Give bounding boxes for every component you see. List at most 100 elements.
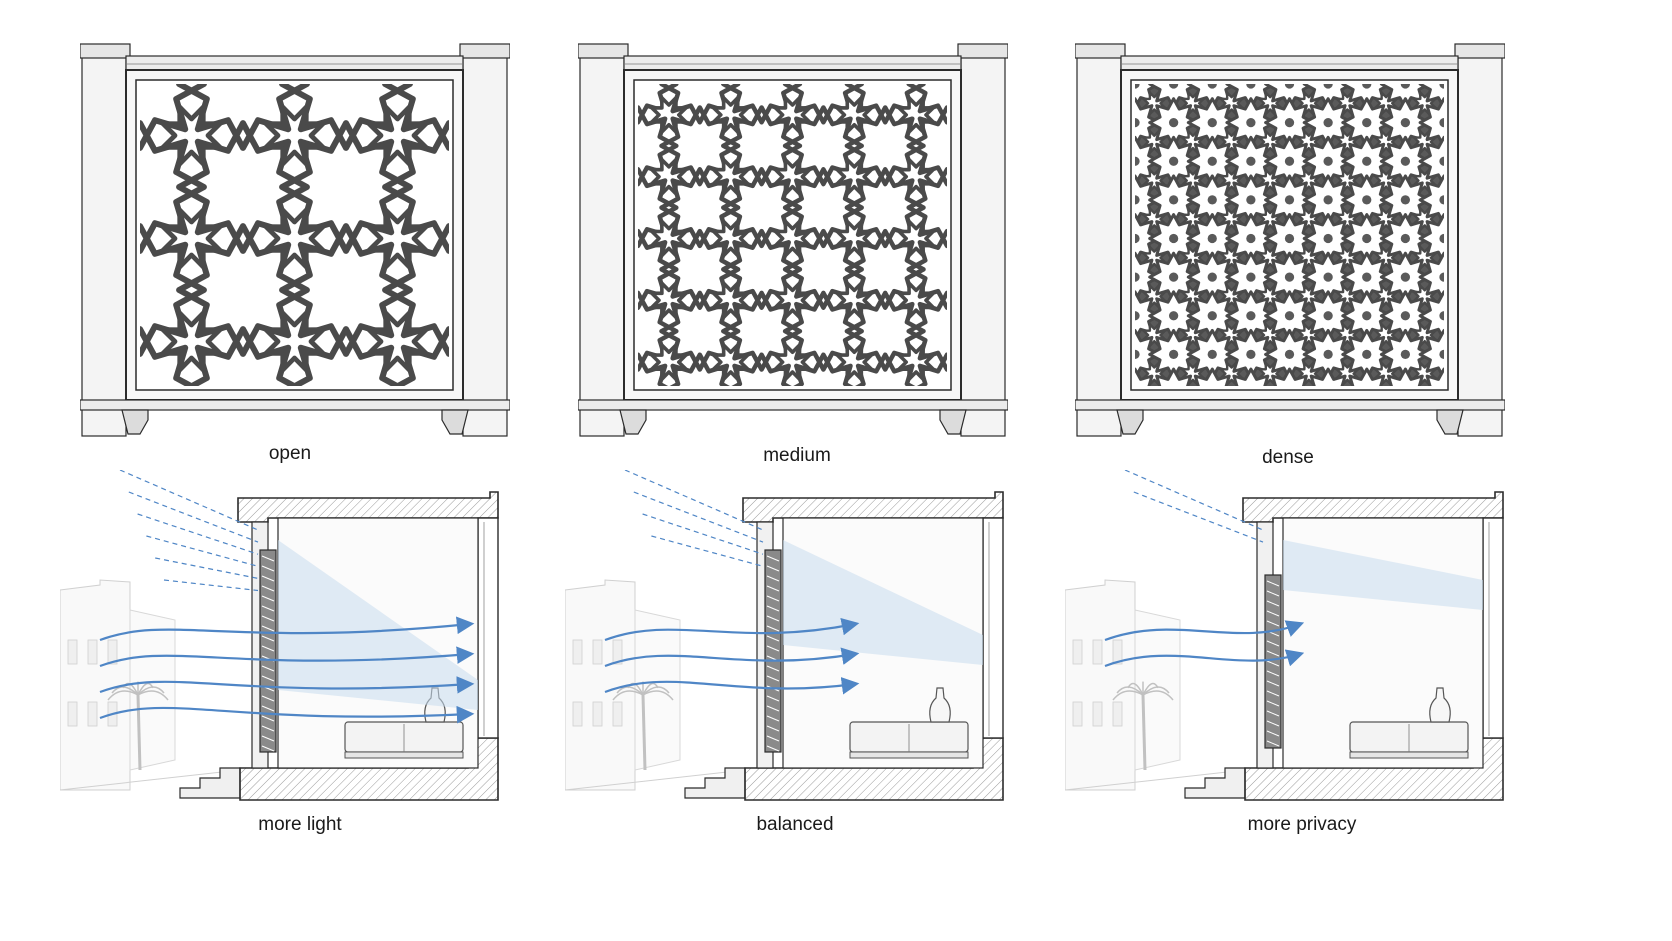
lattice-pattern-open: [140, 84, 449, 437]
lattice-dot: [1135, 156, 1140, 166]
sofa-base: [849, 751, 969, 759]
right-capital: [1454, 43, 1505, 59]
section-balanced-drawing: [565, 470, 1004, 801]
lattice-star: [1418, 251, 1444, 303]
lattice-dot: [1400, 233, 1411, 244]
palm-frond: [137, 686, 165, 696]
screen-slat: [1266, 710, 1280, 717]
lattice-star: [382, 223, 449, 357]
lattice-rosette: [266, 416, 323, 437]
right-bracket: [441, 409, 469, 435]
airflow-arrow: [99, 616, 475, 642]
street-window: [1092, 701, 1103, 727]
lattice-dot: [1439, 195, 1444, 205]
stairs: [1184, 767, 1246, 799]
street-scene-more-light: [60, 579, 241, 791]
screen-slat: [766, 605, 780, 612]
screen-slat: [1266, 740, 1280, 747]
lattice-dot: [1362, 427, 1371, 436]
lattice-dot: [1246, 195, 1256, 205]
screen-slat: [766, 645, 780, 652]
palm-frond: [642, 690, 674, 701]
lattice-dot: [1323, 427, 1332, 436]
palm-trunk: [1141, 694, 1147, 771]
right-wall: [1482, 517, 1504, 739]
lattice-dot: [1168, 311, 1179, 321]
palm-frond: [137, 690, 169, 701]
street-building-far: [129, 609, 176, 771]
lattice-dot: [1207, 311, 1217, 321]
lattice-dot: [1208, 427, 1217, 436]
street-building: [60, 579, 131, 791]
screen-slat: [1266, 590, 1280, 597]
sofa-base: [344, 751, 464, 759]
lattice-dot: [1439, 272, 1444, 282]
lattice-dot: [1400, 84, 1411, 89]
lattice-dot: [1246, 349, 1256, 360]
section-label-more-light: more light: [258, 814, 342, 835]
lattice-dot: [1135, 117, 1140, 128]
lattice-rosette: [775, 407, 809, 437]
sun-ray: [155, 557, 259, 579]
lattice-dot: [1246, 272, 1256, 282]
street-window: [592, 701, 603, 727]
right-bracket: [1436, 409, 1464, 435]
screen-slat: [766, 705, 780, 712]
lattice-star: [1386, 367, 1424, 386]
lattice-dot: [1207, 349, 1217, 360]
airflow-arrow: [1104, 620, 1305, 642]
lattice-star: [1381, 408, 1429, 437]
screen-panel-open-drawing: [80, 43, 510, 437]
palm-frond: [1116, 686, 1144, 696]
sun-ray: [642, 513, 764, 555]
lattice-dot: [1439, 311, 1444, 321]
lattice-star: [906, 105, 947, 187]
furniture-balanced: [849, 687, 969, 759]
screen-slat: [1266, 650, 1280, 657]
airflow-arrow: [99, 646, 475, 668]
lattice-star: [662, 417, 739, 438]
lattice-dot: [1323, 84, 1333, 89]
screen-slat: [261, 665, 275, 672]
lattice-pattern-medium: [638, 84, 947, 438]
furniture-more-privacy: [1349, 687, 1469, 759]
lattice-dot: [1135, 272, 1140, 282]
panel-label-medium: medium: [763, 445, 831, 466]
left-pilaster: [81, 55, 127, 437]
screen-slat: [766, 715, 780, 722]
lattice-dot: [1169, 427, 1178, 436]
screen-slat: [261, 555, 275, 562]
left-bracket: [1116, 409, 1144, 435]
lattice-star: [669, 352, 730, 386]
lattice-star: [1193, 367, 1231, 386]
left-pilaster: [579, 55, 625, 437]
lattice-rosette: [163, 416, 220, 437]
left-pilaster: [1076, 55, 1122, 437]
lattice-dot: [1323, 195, 1333, 205]
street-line: [1065, 769, 1246, 791]
sun-ray: [137, 513, 259, 555]
airflow-more-privacy: [1104, 620, 1305, 668]
screen-slat: [766, 745, 780, 752]
stairs: [684, 767, 746, 799]
screen-slat: [766, 595, 780, 602]
lattice-star: [1309, 367, 1347, 386]
light-wash: [1283, 540, 1483, 610]
lattice-dot: [1207, 84, 1217, 89]
screen-slat: [1266, 600, 1280, 607]
lattice-dot: [1135, 311, 1140, 321]
airflow-arrow: [1104, 649, 1305, 668]
street-window: [67, 701, 78, 727]
lattice-star: [1418, 135, 1444, 187]
lattice-star: [847, 417, 924, 438]
lattice-dot: [1207, 233, 1217, 244]
lattice-dot: [1400, 349, 1411, 360]
screen-slat: [261, 705, 275, 712]
screen-slat: [1266, 720, 1280, 727]
street-building: [565, 579, 636, 791]
lattice-dot: [1401, 427, 1410, 436]
lattice-dot: [1323, 233, 1333, 244]
palm-frond: [612, 690, 644, 701]
palm-trunk: [641, 694, 647, 771]
screen-slat: [766, 665, 780, 672]
